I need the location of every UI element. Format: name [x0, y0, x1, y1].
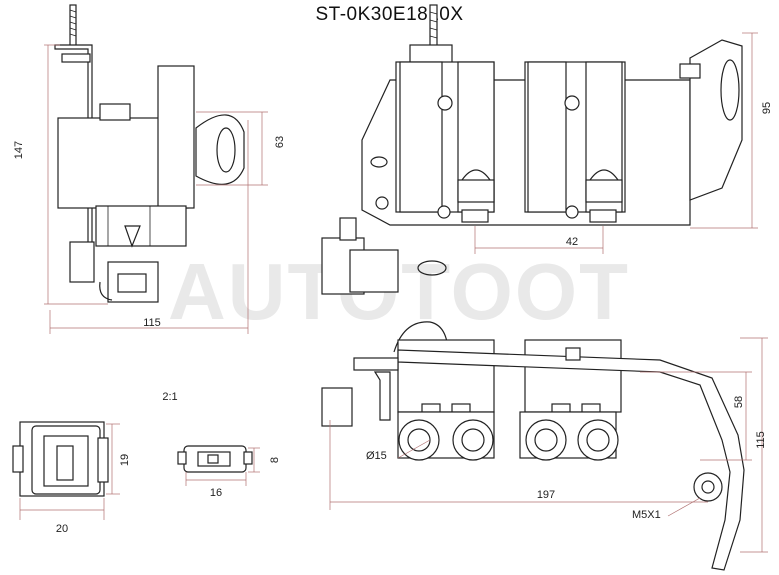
dim-197: 197	[537, 489, 555, 501]
dim-16: 16	[210, 487, 222, 499]
part-number-title: ST-0K30E1810X	[315, 4, 464, 25]
pin-detail-view	[177, 445, 260, 486]
thread-label: M5X1	[632, 509, 661, 521]
dim-42: 42	[566, 236, 578, 248]
dim-115-width: 115	[143, 317, 161, 329]
dim-19: 19	[119, 454, 131, 466]
dim-115-height: 115	[755, 431, 767, 449]
side-view	[44, 4, 268, 334]
dim-20: 20	[56, 523, 68, 535]
bottom-view	[321, 321, 768, 571]
dim-8: 8	[269, 457, 281, 463]
dim-147: 147	[13, 141, 25, 159]
scale-note: 2:1	[162, 391, 177, 403]
dim-63: 63	[274, 136, 286, 148]
dim-58: 58	[733, 396, 745, 408]
front-view	[321, 4, 758, 295]
dim-95: 95	[761, 102, 773, 114]
connector-face-view	[12, 421, 120, 520]
dim-diameter-15: Ø15	[366, 450, 387, 462]
